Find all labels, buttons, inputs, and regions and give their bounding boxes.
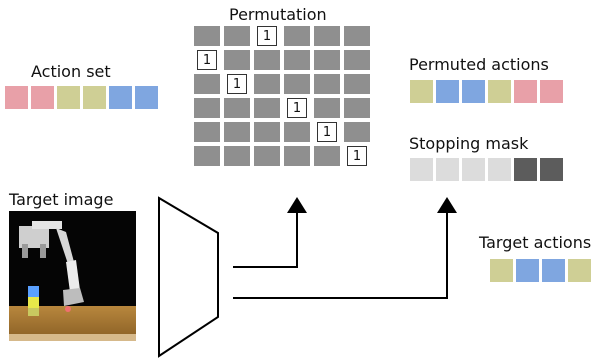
permuted-action-swatch <box>410 80 433 103</box>
permutation-cell <box>224 26 250 46</box>
target-image <box>9 211 136 341</box>
permuted-action-swatch <box>488 80 511 103</box>
permuted-action-swatch <box>436 80 459 103</box>
permuted-actions-swatches <box>410 80 563 103</box>
permutation-cell <box>224 146 250 166</box>
permutation-cell <box>254 122 280 142</box>
permutation-one-cell: 1 <box>347 146 367 166</box>
target-image-label: Target image <box>9 190 114 209</box>
permutation-cell <box>254 50 280 70</box>
mask-swatch <box>514 158 537 181</box>
permutation-cell <box>284 146 310 166</box>
stopping-mask-label: Stopping mask <box>409 134 529 153</box>
permutation-one-cell: 1 <box>257 26 277 46</box>
permutation-cell <box>254 98 280 118</box>
encoder-trapezoid <box>158 196 219 358</box>
stopping-mask-arrow <box>233 197 457 299</box>
action-swatch <box>57 86 80 109</box>
permuted-action-swatch <box>540 80 563 103</box>
target-action-swatch <box>542 259 565 282</box>
target-action-swatch <box>490 259 513 282</box>
permutation-cell <box>224 50 250 70</box>
permutation-cell <box>284 74 310 94</box>
action-set-swatches <box>5 86 158 109</box>
permutation-one-cell: 1 <box>287 98 307 118</box>
block-stack-icon <box>28 286 39 316</box>
stopping-mask-swatches <box>410 158 563 181</box>
permutation-cell <box>284 50 310 70</box>
action-swatch <box>83 86 106 109</box>
permutation-cell <box>314 50 340 70</box>
permutation-cell <box>344 98 370 118</box>
permutation-one-cell: 1 <box>227 74 247 94</box>
permutation-cell <box>314 74 340 94</box>
action-swatch <box>135 86 158 109</box>
robot-arm-icon <box>19 221 84 312</box>
target-action-swatch <box>568 259 591 282</box>
mask-swatch <box>540 158 563 181</box>
permutation-one-cell: 1 <box>317 122 337 142</box>
permutation-cell <box>224 98 250 118</box>
permutation-arrow <box>233 197 307 268</box>
permuted-action-swatch <box>514 80 537 103</box>
permutation-cell <box>194 122 220 142</box>
action-swatch <box>109 86 132 109</box>
permutation-cell <box>254 74 280 94</box>
permutation-cell <box>344 74 370 94</box>
permutation-title: Permutation <box>229 5 327 24</box>
mask-swatch <box>436 158 459 181</box>
permutation-cell <box>194 74 220 94</box>
permutation-cell <box>314 26 340 46</box>
action-set-label: Action set <box>31 62 111 81</box>
target-actions-swatches <box>490 259 591 282</box>
permutation-cell <box>284 26 310 46</box>
action-swatch <box>31 86 54 109</box>
permutation-cell <box>194 98 220 118</box>
permuted-action-swatch <box>462 80 485 103</box>
permutation-cell <box>344 26 370 46</box>
permutation-cell <box>194 26 220 46</box>
permutation-cell <box>344 50 370 70</box>
permutation-cell <box>314 146 340 166</box>
target-action-swatch <box>516 259 539 282</box>
mask-swatch <box>410 158 433 181</box>
action-swatch <box>5 86 28 109</box>
permutation-cell <box>284 122 310 142</box>
permutation-cell <box>314 98 340 118</box>
mask-swatch <box>462 158 485 181</box>
permutation-one-cell: 1 <box>197 50 217 70</box>
permutation-cell <box>224 122 250 142</box>
target-actions-label: Target actions <box>479 233 592 252</box>
permutation-cell <box>254 146 280 166</box>
permuted-actions-label: Permuted actions <box>409 55 549 74</box>
permutation-cell <box>344 122 370 142</box>
mask-swatch <box>488 158 511 181</box>
permutation-cell <box>194 146 220 166</box>
